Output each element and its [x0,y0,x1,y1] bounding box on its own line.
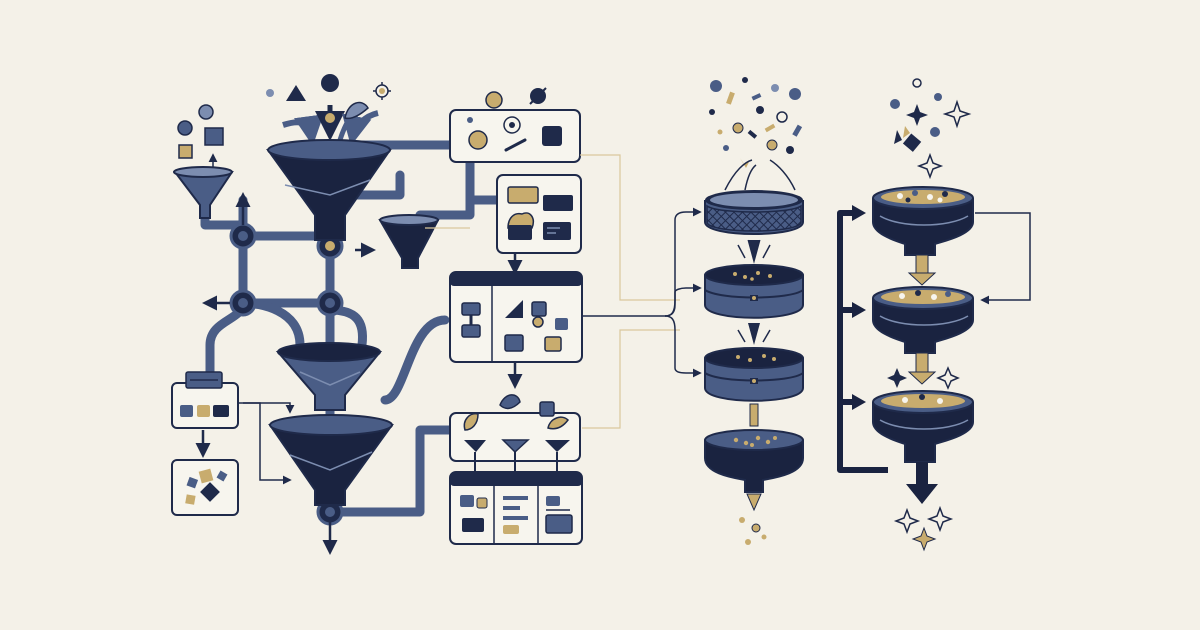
sieve-icon [704,347,804,402]
panel-icon [496,174,582,254]
funnel-icon [172,139,440,506]
sieve-stack [704,77,804,545]
input-particles [177,74,391,159]
left-pipe-network [171,74,505,555]
funnel-icon [704,429,804,493]
panel-icon [171,371,239,516]
sieve-icon [704,264,804,319]
funnel-icon [872,186,974,256]
sieve-icon [704,190,804,235]
spray-particles [709,77,803,191]
left-flow-arrows [195,105,379,555]
sparkle-icon [893,505,954,552]
funnel-icon [872,286,974,354]
panel-icon [449,471,583,545]
funnel-icon [872,390,974,463]
panel-icon [449,271,583,363]
panel-icon [449,394,581,472]
panel-icon [449,87,581,163]
middle-panels [425,87,702,545]
refinement-column [837,78,1031,552]
sparkle-icon [890,78,972,180]
